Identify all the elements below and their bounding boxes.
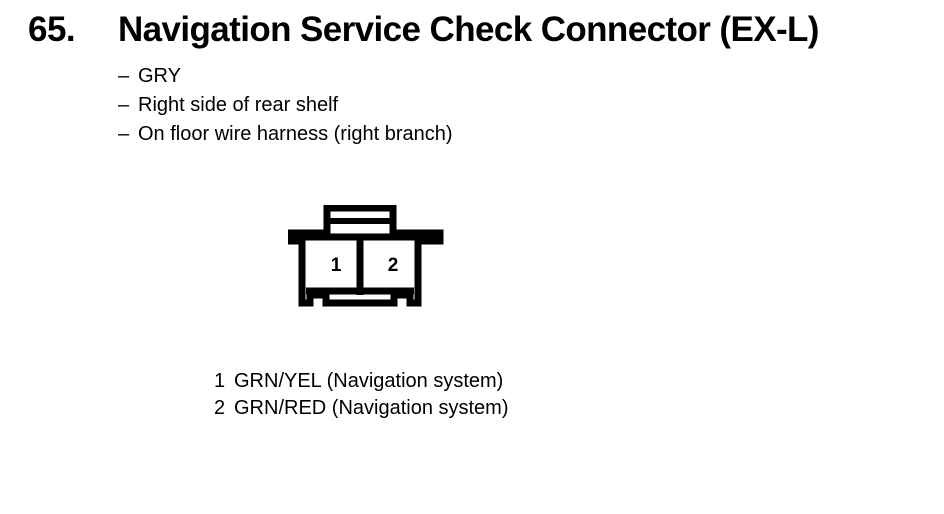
spec-item-label: GRY bbox=[138, 65, 181, 87]
dash-icon: – bbox=[118, 65, 130, 87]
legend-row: 1 GRN/YEL (Navigation system) bbox=[214, 368, 734, 395]
pin-legend: 1 GRN/YEL (Navigation system) 2 GRN/RED (N… bbox=[214, 368, 734, 422]
spec-item: –GRY bbox=[118, 62, 738, 91]
legend-pin-description: GRN/RED (Navigation system) bbox=[234, 397, 509, 419]
connector-spec-list: –GRY –Right side of rear shelf –On floor… bbox=[118, 62, 738, 149]
pin-number-2: 2 bbox=[388, 255, 399, 276]
spec-item: –Right side of rear shelf bbox=[118, 91, 738, 120]
spec-item-label: On floor wire harness (right branch) bbox=[138, 123, 453, 145]
spec-item: –On floor wire harness (right branch) bbox=[118, 120, 738, 149]
spec-item-label: Right side of rear shelf bbox=[138, 94, 339, 116]
dash-icon: – bbox=[118, 123, 130, 145]
pin-number-1: 1 bbox=[331, 255, 342, 276]
legend-pin-number: 2 bbox=[214, 397, 226, 419]
connector-diagram: 1 2 bbox=[288, 205, 444, 317]
legend-pin-number: 1 bbox=[214, 370, 226, 392]
page-title: Navigation Service Check Connector (EX-L… bbox=[118, 10, 819, 49]
legend-pin-description: GRN/YEL (Navigation system) bbox=[234, 370, 504, 392]
page-heading: 65. Navigation Service Check Connector (… bbox=[0, 8, 944, 56]
connector-outline-icon: 1 2 bbox=[288, 205, 444, 307]
dash-icon: – bbox=[118, 94, 130, 116]
legend-row: 2 GRN/RED (Navigation system) bbox=[214, 395, 734, 422]
heading-item-number: 65. bbox=[28, 10, 76, 49]
